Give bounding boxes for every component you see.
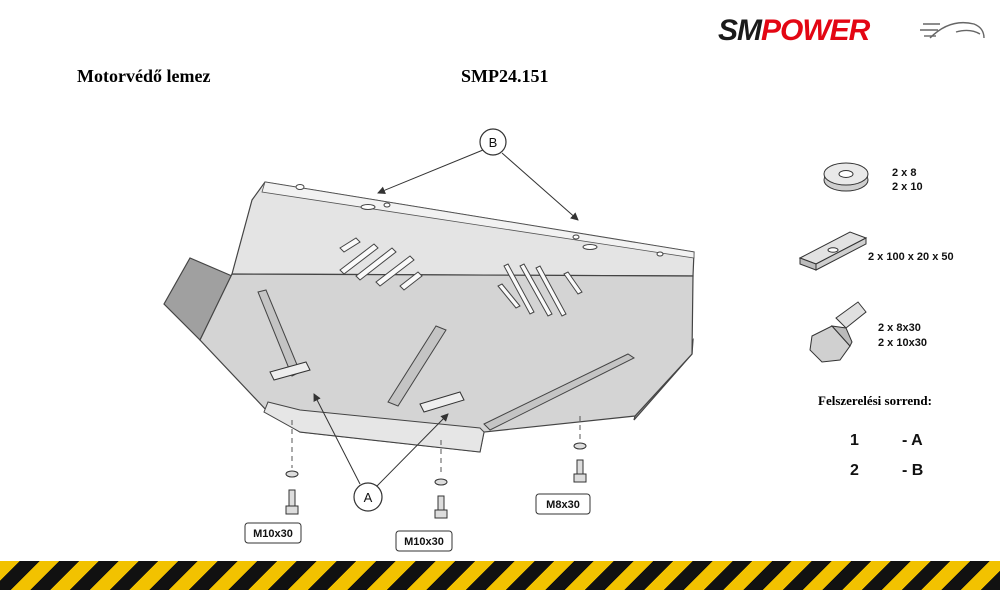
plate-dimensions: 2 x 100 x 20 x 50: [868, 251, 954, 263]
sequence-step-1-num: 1: [850, 432, 859, 449]
product-code: SMP24.151: [461, 66, 549, 86]
logo-power: POWER: [761, 14, 870, 47]
hazard-stripe: [0, 561, 1000, 590]
bolt-icon: [809, 301, 867, 363]
bolt-label-left-text: M10x30: [253, 528, 293, 540]
bolt-label-right: M8x30: [535, 493, 591, 515]
washer-icon: [823, 162, 869, 192]
callout-a-letter: A: [364, 490, 373, 505]
front-lip: [263, 401, 485, 453]
rear-panel-edge: [261, 181, 695, 259]
sequence-step-2-num: 2: [850, 462, 859, 479]
sequence-heading: Felszerelési sorrend:: [818, 393, 932, 408]
logo-sm: SM: [718, 14, 762, 47]
product-name: Motorvédő lemez: [77, 66, 211, 86]
logo-text: SMPOWER: [718, 14, 870, 48]
callout-b-letter: B: [489, 135, 498, 150]
washer-qty-2: 2 x 10: [892, 181, 923, 193]
bolt-label-middle-text: M10x30: [404, 536, 444, 548]
bolt-label-right-text: M8x30: [546, 499, 580, 511]
sequence-step-2-code: - B: [902, 462, 924, 479]
logo-car-icon: [920, 21, 985, 39]
rear-vertical-panel: [231, 181, 695, 277]
plate-icon: [798, 231, 868, 271]
bolt-label-middle: M10x30: [395, 530, 453, 552]
reinforcement-ribs: [257, 289, 635, 431]
washer-qty-1: 2 x 8: [892, 167, 916, 179]
callout-a: A: [313, 393, 449, 512]
bolt-qty-1: 2 x 8x30: [878, 322, 921, 334]
bracket-plates: [269, 361, 465, 413]
fastener-middle: [434, 478, 448, 519]
sequence-step-1-code: - A: [902, 432, 923, 449]
smpower-logo: SMPOWER: [718, 8, 990, 48]
assembly-lines: [291, 416, 581, 476]
callout-b: B: [377, 128, 579, 221]
vent-slots-left: [339, 237, 423, 291]
fastener-left: [285, 470, 299, 515]
bolt-qty-2: 2 x 10x30: [878, 337, 927, 349]
vent-slots-right: [497, 263, 583, 317]
bolt-label-left: M10x30: [244, 522, 302, 544]
fastener-right: [573, 442, 587, 483]
mounting-holes: [295, 184, 664, 257]
